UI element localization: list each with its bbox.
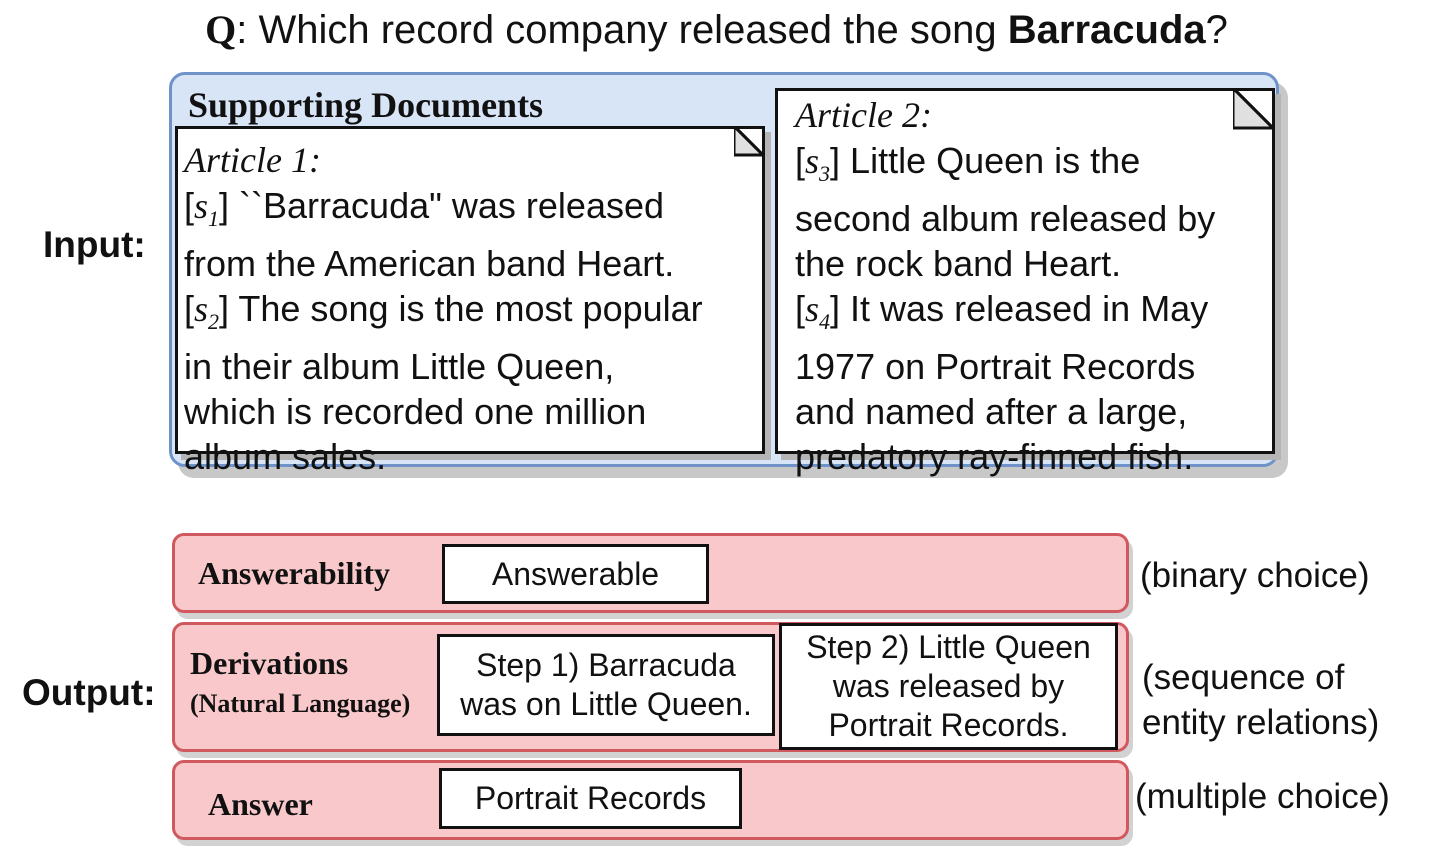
article-1-title: Article 1: bbox=[184, 140, 321, 180]
answer-value: Portrait Records bbox=[439, 768, 742, 829]
article-1-line: in their album Little Queen, bbox=[184, 346, 615, 388]
article-1-content: Article 1: [s1] ``Barracuda" was release… bbox=[184, 138, 703, 479]
article-2-title: Article 2: bbox=[795, 95, 932, 135]
article-1-line: which is recorded one million bbox=[184, 391, 647, 433]
answerability-note: (binary choice) bbox=[1140, 556, 1370, 595]
article-2-line: predatory ray-finned fish. bbox=[795, 436, 1194, 478]
article-2-line: [s4] It was released in May bbox=[795, 288, 1209, 335]
article-1-line: [s2] The song is the most popular bbox=[184, 288, 703, 335]
derivation-step-1: Step 1) Barracuda was on Little Queen. bbox=[437, 634, 775, 736]
answer-label: Answer bbox=[208, 786, 313, 822]
article-1-line: album sales. bbox=[184, 436, 387, 478]
article-1-fold-icon bbox=[734, 126, 765, 157]
article-2-line: second album released by bbox=[795, 198, 1216, 240]
question-prefix: : Which record company released the song bbox=[236, 8, 1008, 52]
supporting-documents-title: Supporting Documents bbox=[188, 85, 544, 125]
input-label: Input: bbox=[43, 224, 146, 265]
article-2-line: 1977 on Portrait Records bbox=[795, 346, 1196, 388]
answerability-value: Answerable bbox=[442, 544, 709, 604]
derivations-note-line-2: entity relations) bbox=[1142, 703, 1380, 742]
derivation-step-2: Step 2) Little Queen was released by Por… bbox=[779, 623, 1118, 750]
question-suffix: ? bbox=[1205, 8, 1228, 52]
answer-note: (multiple choice) bbox=[1135, 777, 1390, 816]
article-2-line: and named after a large, bbox=[795, 391, 1188, 433]
question-q-letter: Q bbox=[205, 7, 237, 52]
article-1-card bbox=[175, 126, 765, 454]
article-2-line: the rock band Heart. bbox=[795, 243, 1122, 285]
article-1-line: [s1] ``Barracuda" was released bbox=[184, 185, 665, 232]
article-2-content: Article 2: [s3] Little Queen is the seco… bbox=[795, 93, 1215, 479]
answerability-label: Answerability bbox=[198, 555, 390, 591]
derivations-sublabel: (Natural Language) bbox=[190, 689, 411, 718]
article-2-fold-icon bbox=[1233, 88, 1275, 130]
derivations-note-line-1: (sequence of bbox=[1142, 658, 1345, 697]
article-2-card bbox=[775, 88, 1275, 454]
output-label: Output: bbox=[22, 672, 156, 713]
question: Q: Which record company released the son… bbox=[0, 6, 1433, 53]
article-1-line: from the American band Heart. bbox=[184, 243, 675, 285]
derivations-label: Derivations bbox=[190, 645, 349, 681]
question-subject: Barracuda bbox=[1007, 8, 1206, 52]
article-2-line: [s3] Little Queen is the bbox=[795, 140, 1141, 187]
